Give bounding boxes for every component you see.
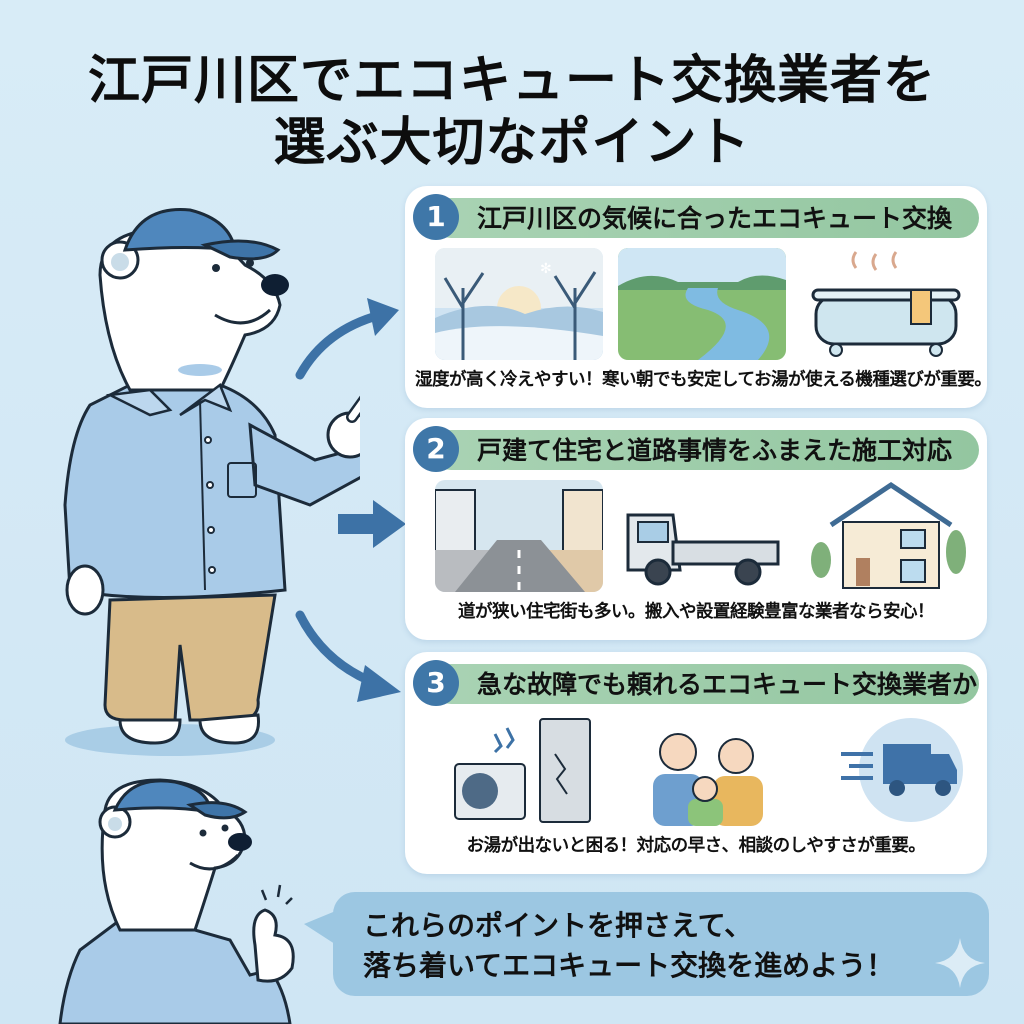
light-truck-image <box>618 480 786 592</box>
page-title: 江戸川区でエコキュート交換業者を 選ぶ大切なポイント <box>0 50 1024 174</box>
fast-truck-image <box>801 714 969 826</box>
worried-family-image <box>618 714 786 826</box>
bubble-line-2: 落ち着いてエコキュート交換を進めよう！ <box>363 949 895 982</box>
polar-bear-pointing-icon <box>63 208 360 756</box>
point-caption: 道が狭い住宅街も多い。搬入や設置経験豊富な業者なら安心！ <box>458 602 935 622</box>
river-landscape-image <box>618 248 786 360</box>
polar-bear-thumbs-up-icon <box>58 778 295 1024</box>
speech-bubble: これらのポイントを押さえて、 落ち着いてエコキュート交換を進めよう！ <box>333 892 989 996</box>
point-card-3: 3 急な故障でも頼れるエコキュート交換業者か お湯が出ないと困る！対応の早さ、相… <box>405 652 987 874</box>
heading-bar <box>431 198 979 238</box>
bubble-text: これらのポイントを押さえて、 落ち着いてエコキュート交換を進めよう！ <box>363 906 894 986</box>
svg-text:✻: ✻ <box>540 261 552 277</box>
point-caption: 湿度が高く冷えやすい！寒い朝でも安定してお湯が使える機種選びが重要。 <box>415 370 992 390</box>
number-badge: 3 <box>413 660 459 706</box>
narrow-street-image <box>435 480 603 592</box>
snowy-landscape-image: ✻ <box>435 248 603 360</box>
bathtub-image <box>801 248 969 360</box>
arrow-to-point-2-icon <box>338 500 406 548</box>
arrow-to-point-1-icon <box>295 298 399 380</box>
speech-bubble-tail <box>304 910 338 946</box>
detached-house-image <box>801 480 969 592</box>
point-title: 江戸川区の気候に合ったエコキュート交換 <box>477 204 953 233</box>
point-heading-3: 3 急な故障でも頼れるエコキュート交換業者か <box>413 660 979 706</box>
point-caption: お湯が出ないと困る！対応の早さ、相談のしやすさが重要。 <box>466 836 926 856</box>
title-line-1: 江戸川区でエコキュート交換業者を <box>87 51 936 111</box>
point-title: 急な故障でも頼れるエコキュート交換業者か <box>477 670 978 699</box>
point-card-2: 2 戸建て住宅と道路事情をふまえた施工対応 道が狭い住宅街も多い。搬入や設置経験… <box>405 418 987 640</box>
bubble-line-1: これらのポイントを押さえて、 <box>363 909 753 942</box>
point-heading-2: 2 戸建て住宅と道路事情をふまえた施工対応 <box>413 426 979 472</box>
point-title: 戸建て住宅と道路事情をふまえた施工対応 <box>477 436 953 465</box>
point-card-1: 1 江戸川区の気候に合ったエコキュート交換 ✻ 湿度が高く冷えやすい！寒い朝でも… <box>405 186 992 408</box>
number-badge: 1 <box>413 194 459 240</box>
sparkle-icon <box>935 938 985 988</box>
title-line-2: 選ぶ大切なポイント <box>273 113 751 173</box>
arrow-to-point-3-icon <box>295 610 401 702</box>
point-heading-1: 1 江戸川区の気候に合ったエコキュート交換 <box>413 194 979 240</box>
heading-bar <box>431 664 979 704</box>
heading-bar <box>431 430 979 470</box>
broken-ecocute-image <box>435 714 603 826</box>
number-badge: 2 <box>413 426 459 472</box>
